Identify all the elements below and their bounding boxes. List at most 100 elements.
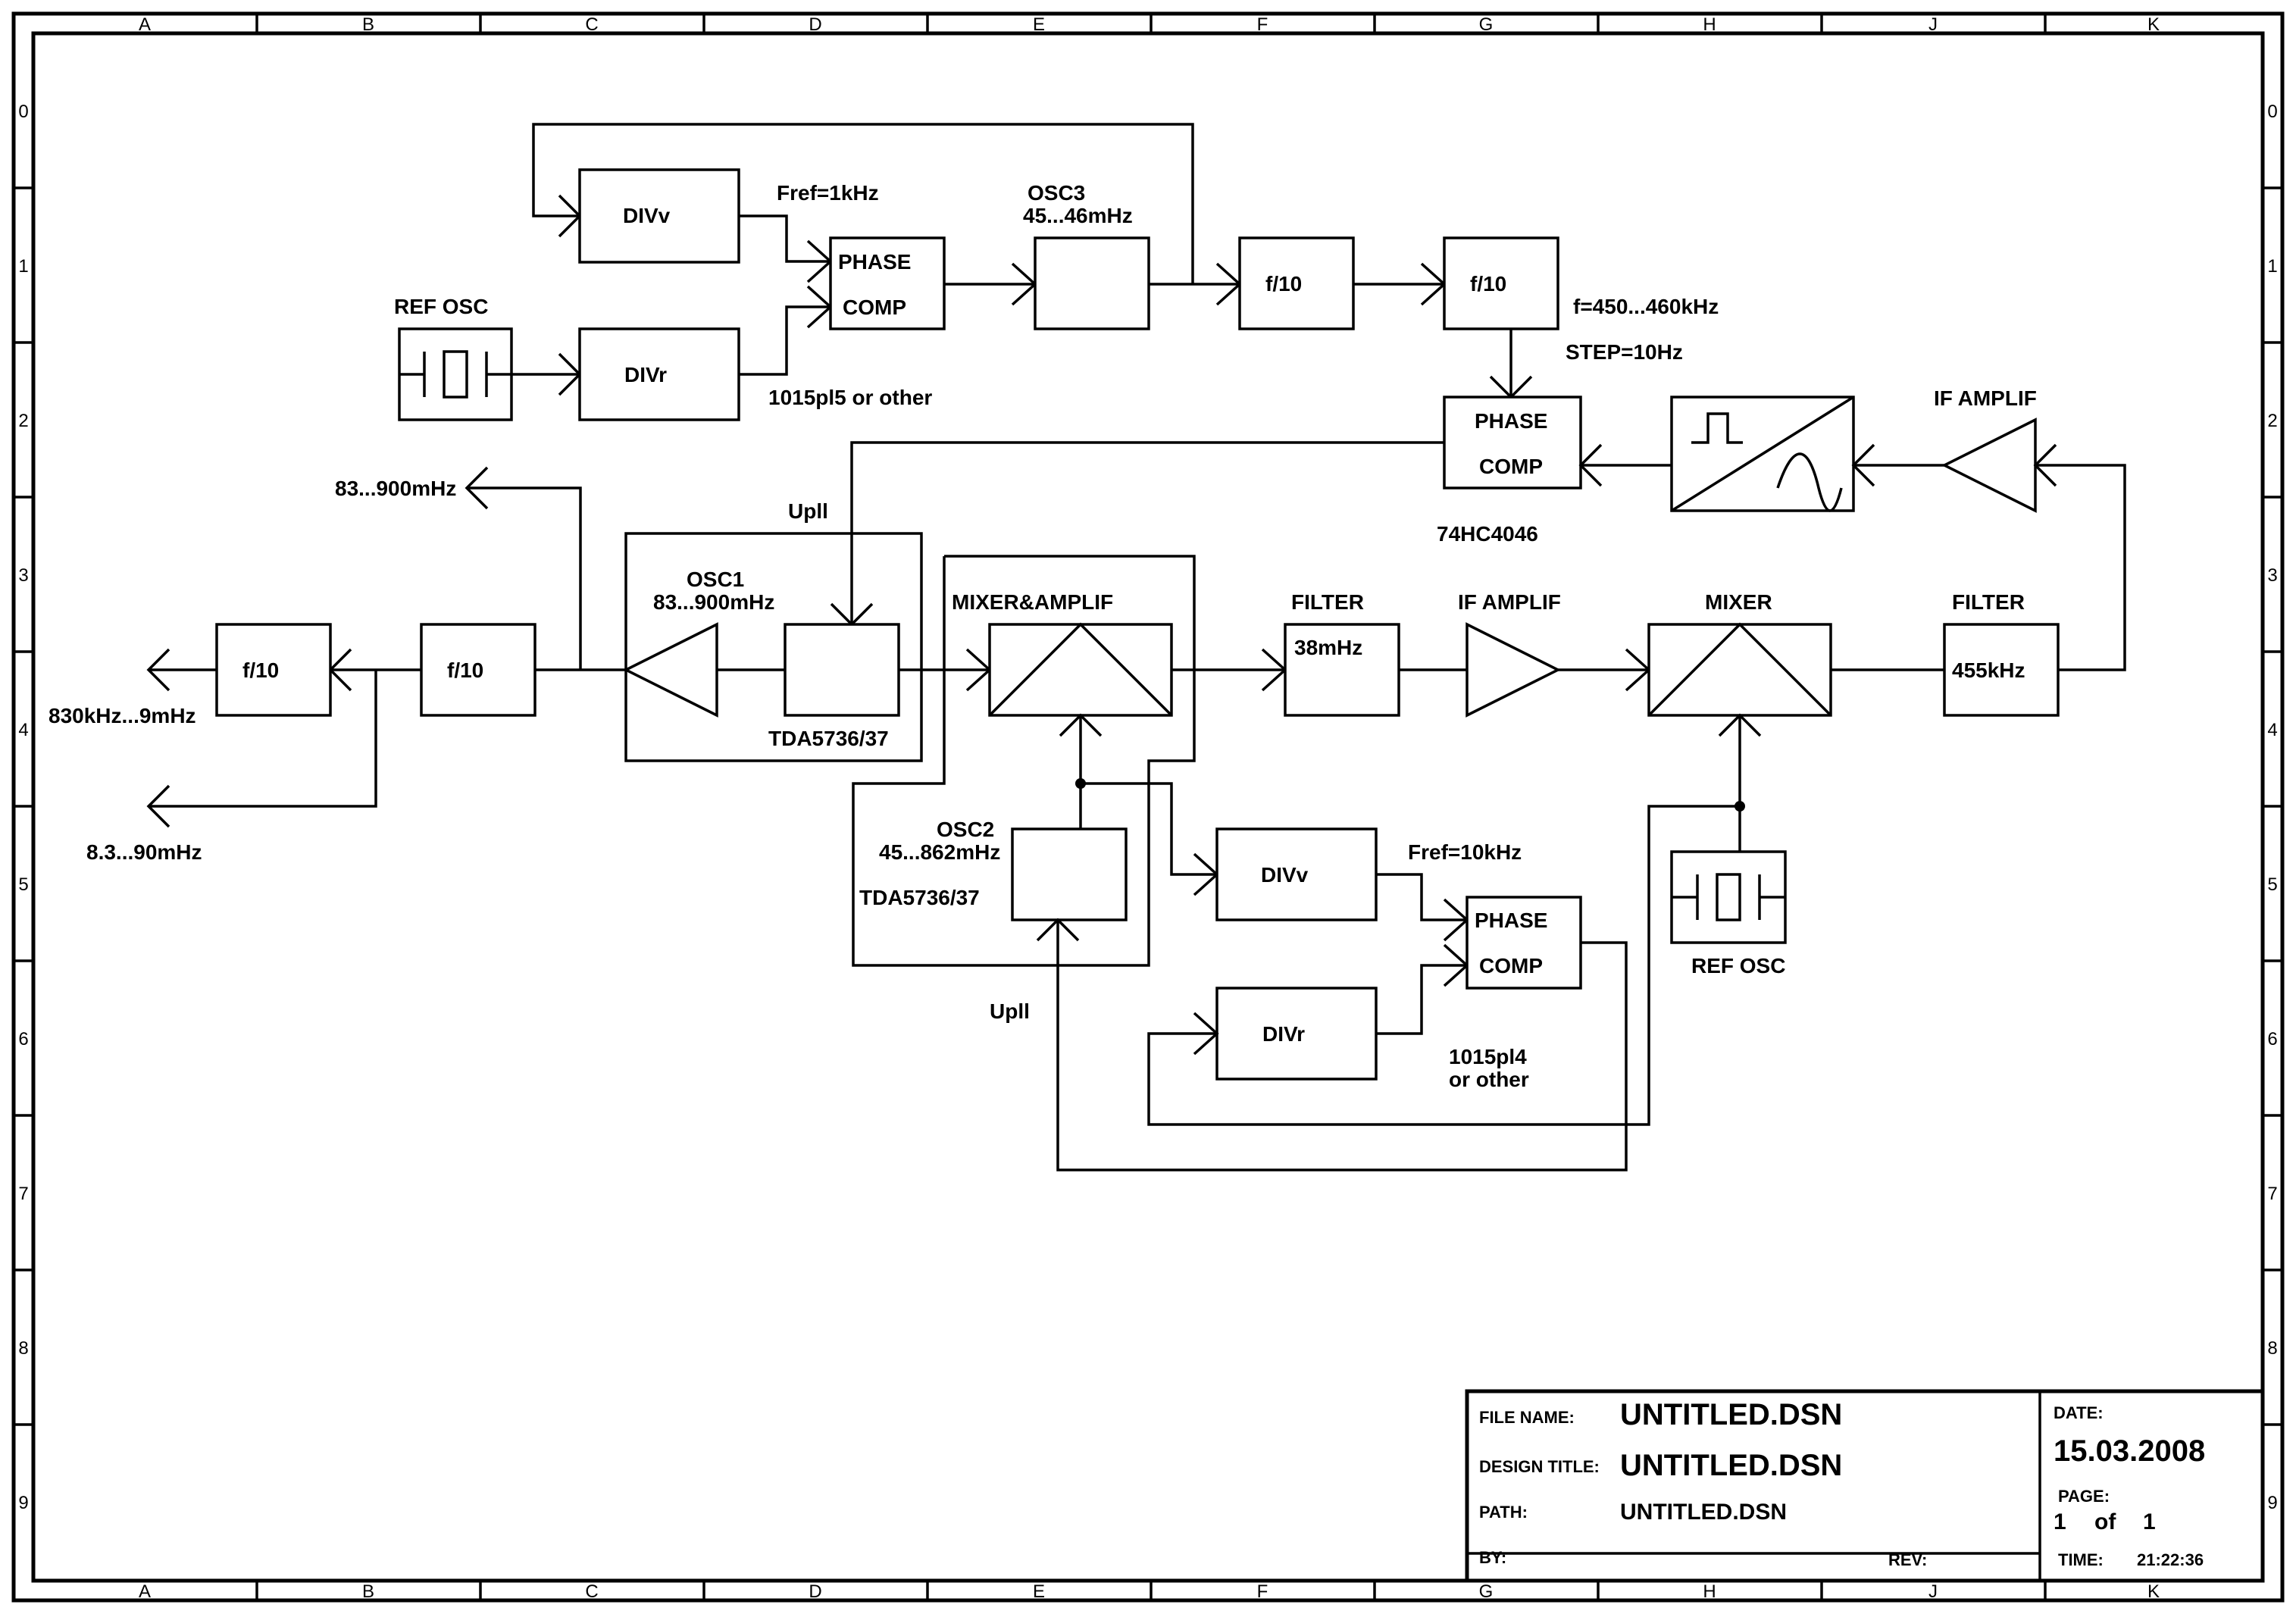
col-label-a-bottom: A: [139, 1581, 151, 1602]
f10-top-a-label: f/10: [1265, 272, 1302, 296]
col-label-b-bottom: B: [362, 1581, 374, 1602]
col-label-d-bottom: D: [809, 1581, 821, 1602]
filter2-freq-label: 455kHz: [1952, 658, 2025, 682]
row-label-8-right: 8: [2267, 1338, 2277, 1359]
time-value: 21:22:36: [2137, 1550, 2204, 1569]
page-current: 1: [2054, 1509, 2066, 1534]
row-label-2-right: 2: [2267, 411, 2277, 431]
col-label-k-bottom: K: [2147, 1581, 2160, 1602]
by-label: BY:: [1479, 1548, 1506, 1567]
row-label-2: 2: [18, 411, 28, 431]
row-label-0-right: 0: [2267, 102, 2277, 122]
if-amplif-mid-label: IF AMPLIF: [1458, 590, 1561, 614]
f10-left-a-label: f/10: [447, 658, 483, 682]
osc1-tune-block: [784, 623, 900, 717]
design-title-label: DESIGN TITLE:: [1479, 1457, 1600, 1476]
col-label-c-bottom: C: [585, 1581, 598, 1602]
design-title-value: UNTITLED.DSN: [1620, 1449, 1842, 1482]
time-label: TIME:: [2058, 1550, 2104, 1569]
ref-osc-top-label: REF OSC: [394, 295, 488, 318]
osc2-block: [1011, 827, 1128, 921]
row-label-6-right: 6: [2267, 1029, 2277, 1049]
div-1015pl4-line2: or other: [1449, 1068, 1529, 1091]
row-label-8: 8: [18, 1338, 28, 1359]
phase-comp-bottom-line1: PHASE: [1475, 909, 1547, 932]
tda-top-label: TDA5736/37: [768, 727, 889, 750]
mixer-label: MIXER: [1705, 590, 1772, 614]
row-label-0: 0: [18, 102, 28, 122]
row-label-3: 3: [18, 565, 28, 586]
phase-comp-mid-line1: PHASE: [1475, 409, 1547, 433]
phase-comp-top: [829, 236, 946, 330]
rev-label: REV:: [1888, 1550, 1927, 1569]
ref-osc-bottom-label: REF OSC: [1691, 954, 1785, 977]
osc2-range-label: 45...862mHz: [879, 840, 1000, 864]
if-amplif-mid-triangle: [1465, 622, 1561, 718]
top-pll-section: DIVv REF OSC DIVr Fref=1kHz 1015pl5 or o…: [394, 123, 2126, 671]
row-label-4: 4: [18, 720, 28, 740]
row-label-5: 5: [18, 874, 28, 895]
f10-left-b-label: f/10: [242, 658, 279, 682]
phase-comp-bottom-line2: COMP: [1479, 954, 1543, 977]
divr-top-label: DIVr: [624, 363, 667, 386]
osc1-range-label: 83...900mHz: [653, 590, 774, 614]
col-label-h: H: [1703, 14, 1716, 35]
col-label-b: B: [362, 14, 374, 35]
upll-top-label: Upll: [788, 499, 828, 523]
col-label-h-bottom: H: [1703, 1581, 1716, 1602]
file-name-value: UNTITLED.DSN: [1620, 1398, 1842, 1431]
date-label: DATE:: [2054, 1403, 2104, 1422]
filter1-label: FILTER: [1291, 590, 1364, 614]
tda-bottom-label: TDA5736/37: [859, 886, 980, 909]
feedback-wire-top: [532, 123, 1194, 284]
mixer-block: [1647, 622, 1832, 717]
page-label: PAGE:: [2058, 1487, 2110, 1506]
f10-top-b-label: f/10: [1470, 272, 1506, 296]
file-name-label: FILE NAME:: [1479, 1408, 1575, 1427]
fref-10khz-label: Fref=10kHz: [1408, 840, 1522, 864]
chip-74hc4046-label: 74HC4046: [1437, 522, 1538, 546]
step-label: STEP=10Hz: [1566, 340, 1683, 364]
col-label-g-bottom: G: [1479, 1581, 1494, 1602]
row-label-3-right: 3: [2267, 565, 2277, 586]
divv-bottom-label: DIVv: [1261, 863, 1309, 887]
col-label-f-bottom: F: [1257, 1581, 1268, 1602]
main-signal-chain: Upll OSC1 83...900mHz TDA5736/37 MIXER&A…: [48, 466, 2060, 967]
phase-comp-mid-line2: COMP: [1479, 455, 1543, 478]
osc1-triangle: [623, 622, 718, 718]
col-label-j-bottom: J: [1928, 1581, 1938, 1602]
div-1015pl5-label: 1015pl5 or other: [768, 386, 932, 409]
col-label-f: F: [1257, 14, 1268, 35]
divv-top-label: DIVv: [623, 204, 671, 227]
row-label-7-right: 7: [2267, 1184, 2277, 1204]
ref-osc-top-crystal: [398, 327, 513, 421]
osc1-enclosure: [624, 532, 923, 762]
phase-comp-top-line2: COMP: [843, 296, 906, 319]
if-amplif-top-label: IF AMPLIF: [1934, 386, 2037, 410]
page-total: 1: [2143, 1509, 2156, 1534]
row-label-9-right: 9: [2267, 1493, 2277, 1513]
row-label-6: 6: [18, 1029, 28, 1049]
osc2-label: OSC2: [937, 818, 994, 841]
col-label-e: E: [1033, 14, 1045, 35]
f-range-label: f=450...460kHz: [1573, 295, 1719, 318]
col-label-j: J: [1928, 14, 1938, 35]
ref-osc-bottom-crystal: [1670, 850, 1787, 944]
if-amplif-top-triangle: [1941, 418, 2037, 513]
col-label-d: D: [809, 14, 821, 35]
phase-comp-bottom: [1465, 896, 1582, 990]
filter2-label: FILTER: [1952, 590, 2025, 614]
page-of: of: [2094, 1509, 2116, 1534]
filter1-freq-label: 38mHz: [1294, 636, 1362, 659]
filter-455khz-block: [1943, 623, 2060, 717]
div-1015pl4-line1: 1015pl4: [1449, 1045, 1527, 1068]
upll-bottom-label: Upll: [990, 999, 1030, 1023]
osc3-block: [1034, 236, 1150, 330]
col-label-c: C: [585, 14, 598, 35]
row-label-4-right: 4: [2267, 720, 2277, 740]
out-83-900-label: 83...900mHz: [335, 477, 456, 500]
out-8-3-90-label: 8.3...90mHz: [86, 840, 202, 864]
row-label-7: 7: [18, 1184, 28, 1204]
osc3-range-label: 45...46mHz: [1023, 204, 1133, 227]
